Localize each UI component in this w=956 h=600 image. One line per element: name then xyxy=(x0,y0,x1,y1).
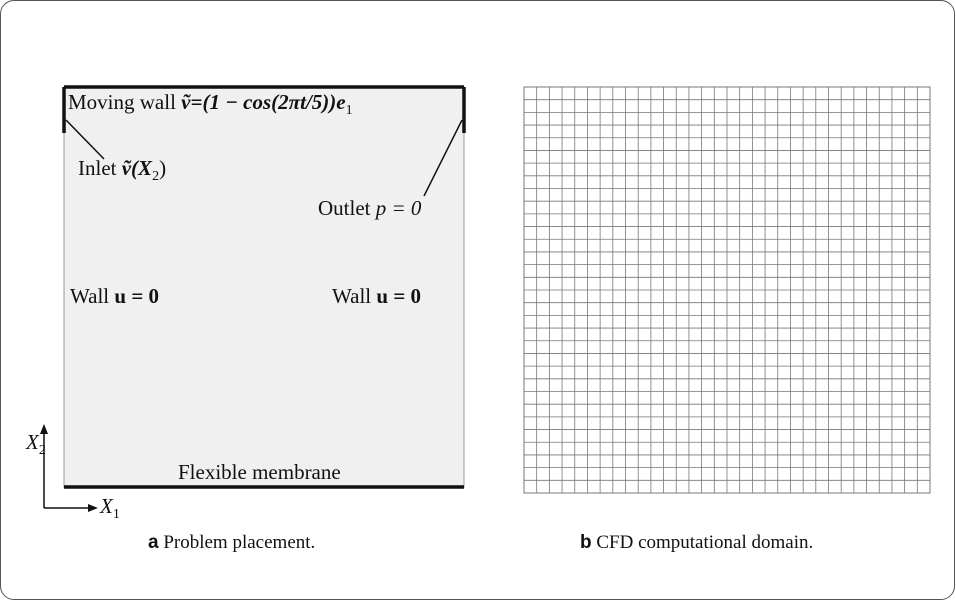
outlet-leader-line xyxy=(423,119,463,197)
caption-a: a Problem placement. xyxy=(148,532,316,553)
outlet-label: Outlet p = 0 xyxy=(318,196,422,220)
inlet-leader-line xyxy=(65,119,105,160)
x2-arrowhead xyxy=(40,424,48,434)
figure-canvas xyxy=(40,85,931,512)
x1-axis-label: X1 xyxy=(100,494,120,523)
x1-arrowhead xyxy=(88,504,98,512)
flexible-membrane-label: Flexible membrane xyxy=(178,460,341,484)
right-wall-label: Wall u = 0 xyxy=(332,284,422,308)
cfd-mesh xyxy=(523,86,931,494)
caption-b: b CFD computational domain. xyxy=(580,532,814,553)
left-wall-label: Wall u = 0 xyxy=(70,284,160,308)
inlet-label: Inlet ṽ(X2) xyxy=(78,156,167,185)
moving-wall-label: Moving wall ṽ=(1 − cos(2πt/5))e1 xyxy=(68,90,353,119)
x2-axis-label: X2 xyxy=(26,430,46,459)
